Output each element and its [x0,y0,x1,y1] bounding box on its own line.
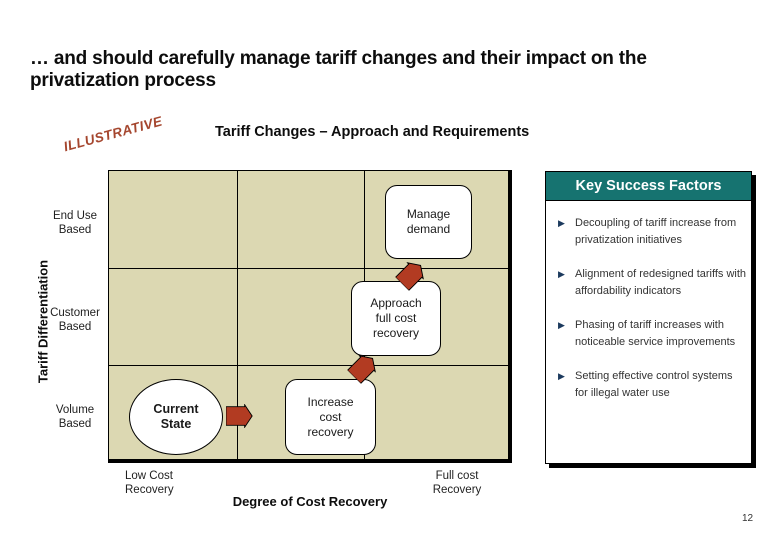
y-tick-customer-based: Customer Based [50,307,100,333]
list-item-text: Setting effective control systems for il… [575,370,733,399]
node-increase-cost-recovery: Increase cost recovery [285,379,376,455]
list-item: ▶ Decoupling of tariff increase from pri… [558,215,747,249]
matrix-plot: Current State Increase cost recovery App… [108,170,512,463]
list-item-text: Alignment of redesigned tariffs with aff… [575,268,746,297]
node-approach-full-cost-recovery: Approach full cost recovery [351,281,441,356]
triangle-bullet-icon: ▶ [558,320,565,330]
slide-title: … and should carefully manage tariff cha… [30,48,647,91]
key-success-factors-list: ▶ Decoupling of tariff increase from pri… [558,215,747,402]
list-item: ▶ Alignment of redesigned tariffs with a… [558,266,747,300]
key-success-factors-panel: Key Success Factors ▶ Decoupling of tari… [545,171,752,464]
key-success-factors-header: Key Success Factors [546,172,751,201]
flow-arrow-up-right-icon [346,355,376,385]
triangle-bullet-icon: ▶ [558,269,565,279]
flow-arrow-up-right-icon [394,262,424,292]
x-tick-low-cost-recovery: Low Cost Recovery [125,470,174,496]
diagram-subtitle: Tariff Changes – Approach and Requiremen… [215,124,530,140]
list-item-text: Phasing of tariff increases with noticea… [575,319,736,348]
node-manage-demand-label: Manage demand [406,207,451,236]
y-tick-end-use-based: End Use Based [52,210,98,236]
node-approach-full-cost-recovery-label: Approach full cost recovery [370,296,422,340]
page-number: 12 [742,513,754,524]
list-item: ▶ Setting effective control systems for … [558,368,747,402]
grid-hline-2 [109,365,508,366]
flow-arrow-right-icon [226,404,253,428]
node-increase-cost-recovery-label: Increase cost recovery [307,394,354,439]
node-current-state: Current State [129,379,223,455]
grid-vline-1 [237,171,238,459]
grid-hline-1 [109,268,508,269]
list-item-text: Decoupling of tariff increase from priva… [575,217,737,246]
y-tick-volume-based: Volume Based [55,404,95,430]
node-manage-demand: Manage demand [385,185,472,259]
node-current-state-label: Current State [153,402,199,431]
x-axis-title: Degree of Cost Recovery [232,494,388,509]
list-item: ▶ Phasing of tariff increases with notic… [558,317,747,351]
x-tick-full-cost-recovery: Full cost Recovery [432,470,482,496]
illustrative-stamp: ILLUSTRATIVE [61,113,165,155]
triangle-bullet-icon: ▶ [558,371,565,381]
y-axis-title: Tariff Differentiation [35,259,51,384]
triangle-bullet-icon: ▶ [558,218,565,228]
